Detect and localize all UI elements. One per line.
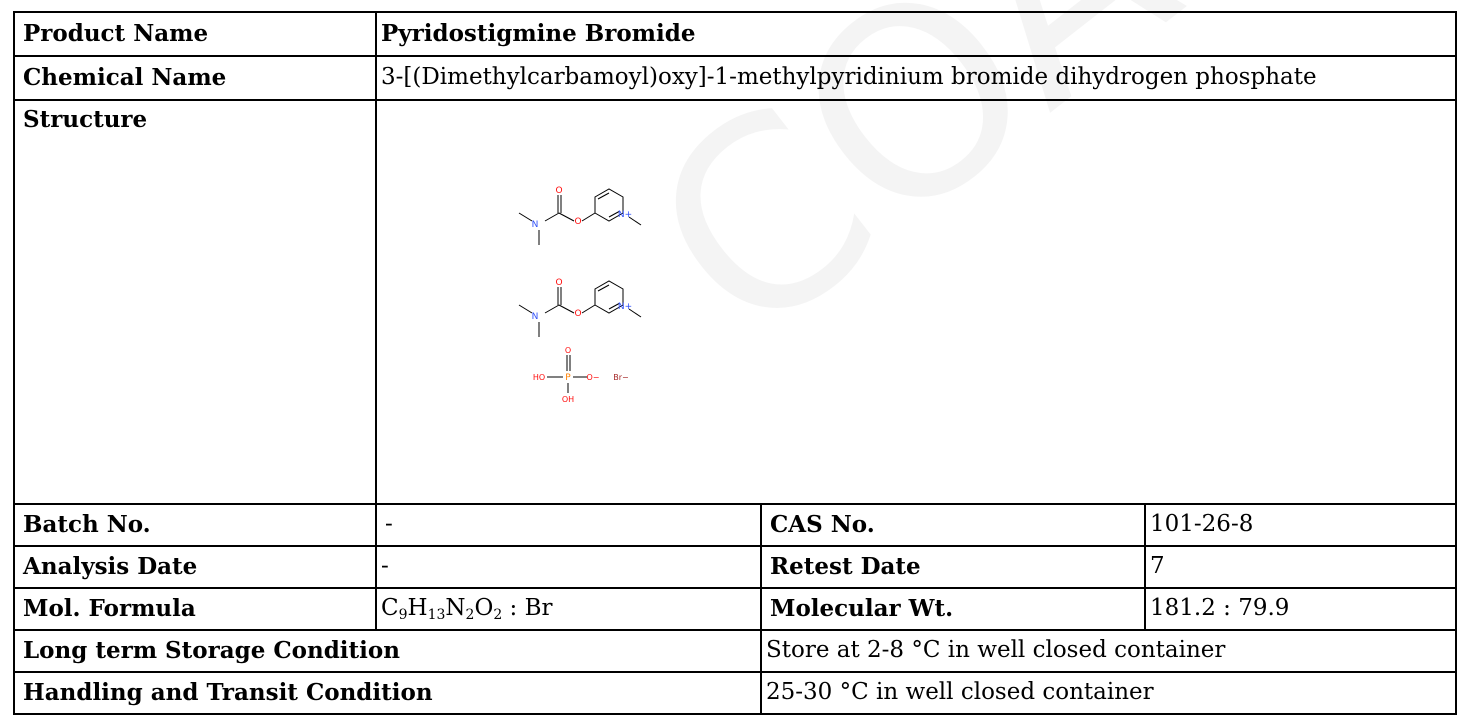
product-name-label: Product Name (13, 11, 377, 57)
structure-diagram: N O O N+ N (518, 186, 642, 404)
formula-o-count: 2 (493, 607, 503, 624)
pyridinium-ring (594, 280, 624, 314)
atom-oxygen: O (574, 309, 581, 319)
bond (608, 302, 621, 310)
atom-hydroxyl: HO (533, 373, 545, 382)
analysis-date-value: - (375, 545, 762, 589)
pyridostigmine-molecule-2: N O O N+ (518, 278, 642, 337)
row-structure: Structure N O O N+ (13, 99, 1458, 505)
atom-oxygen: O (555, 278, 562, 288)
chemical-name-value: 3-[(Dimethylcarbamoyl)oxy]-1-methylpyrid… (374, 55, 1458, 101)
structure-image-cell: N O O N+ N (374, 99, 1458, 505)
handling-condition-label: Handling and Transit Condition (13, 671, 762, 715)
row-storage: Long term Storage Condition Store at 2-8… (13, 629, 1458, 673)
formula-c-count: 9 (398, 607, 408, 624)
formula-n-count: 2 (465, 607, 475, 624)
row-handling: Handling and Transit Condition 25-30 °C … (13, 671, 1458, 715)
atom-nitrogen-plus: N+ (618, 210, 632, 220)
storage-condition-label: Long term Storage Condition (13, 629, 762, 673)
chemical-name-label: Chemical Name (13, 55, 377, 101)
coa-table: Product Name Pyridostigmine Bromide Chem… (13, 11, 1458, 715)
phosphate-and-bromide: HO P O O− OH Br− (533, 346, 629, 404)
molecular-wt-value: 181.2 : 79.9 (1143, 587, 1458, 631)
bond (628, 308, 642, 318)
row-formula-weight: Mol. Formula C9H13N2O2 : Br Molecular Wt… (13, 587, 1458, 631)
atom-o-minus: O− (587, 373, 600, 382)
row-chemical-name: Chemical Name 3-[(Dimethylcarbamoyl)oxy]… (13, 55, 1458, 101)
cas-no-value: 101-26-8 (1143, 503, 1458, 547)
analysis-date-label: Analysis Date (13, 545, 377, 589)
bond (597, 284, 610, 292)
bond (581, 304, 596, 314)
bond (544, 212, 560, 222)
formula-n: N (445, 595, 466, 622)
storage-condition-value: Store at 2-8 °C in well closed container (759, 629, 1458, 673)
formula-h-count: 13 (427, 607, 446, 624)
product-name-value: Pyridostigmine Bromide (374, 11, 1458, 57)
formula-h: H (407, 595, 428, 622)
bond (597, 192, 610, 200)
structure-label: Structure (13, 99, 377, 505)
atom-nitrogen: N (532, 220, 539, 230)
batch-no-label: Batch No. (13, 503, 377, 547)
bond (628, 216, 642, 226)
bond (558, 304, 575, 314)
bond (544, 304, 560, 314)
formula-suffix: : Br (502, 595, 553, 622)
mol-formula-value: C9H13N2O2 : Br (375, 587, 762, 631)
bond (558, 212, 575, 222)
atom-nitrogen: N (532, 312, 539, 322)
formula-o: O (474, 595, 494, 622)
pyridostigmine-molecule-1: N O O N+ (518, 186, 642, 245)
row-batch-cas: Batch No. - CAS No. 101-26-8 (13, 503, 1458, 547)
row-product-name: Product Name Pyridostigmine Bromide (13, 11, 1458, 57)
molecular-wt-label: Molecular Wt. (760, 587, 1146, 631)
cas-no-label: CAS No. (760, 503, 1146, 547)
handling-condition-value: 25-30 °C in well closed container (759, 671, 1458, 715)
atom-bromide: Br− (613, 373, 628, 382)
atom-oxygen: O (565, 346, 571, 355)
atom-phosphorus: P (565, 373, 571, 383)
atom-oxygen: O (555, 186, 562, 196)
bond (518, 304, 533, 314)
bond (608, 210, 621, 218)
mol-formula-label: Mol. Formula (13, 587, 377, 631)
atom-oxygen: O (574, 217, 581, 227)
row-analysis-retest: Analysis Date - Retest Date 7 (13, 545, 1458, 589)
formula-c: C (381, 595, 399, 622)
retest-date-value: 7 (1143, 545, 1458, 589)
atom-hydroxyl-b: OH (562, 395, 574, 404)
batch-no-value: - (375, 503, 762, 547)
retest-date-label: Retest Date (760, 545, 1146, 589)
atom-nitrogen-plus: N+ (618, 302, 632, 312)
pyridinium-ring (594, 188, 624, 222)
bond (581, 212, 596, 222)
bond (518, 212, 533, 222)
